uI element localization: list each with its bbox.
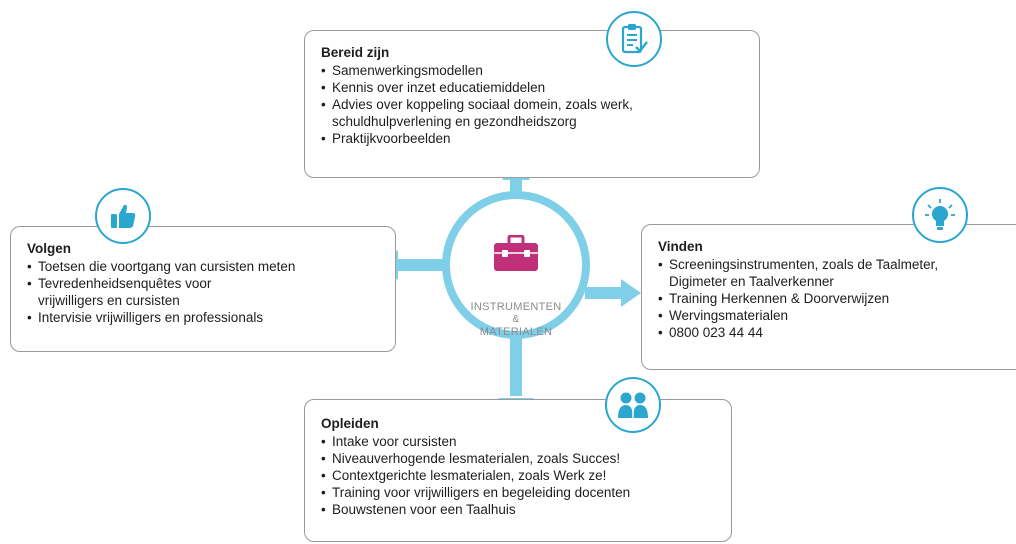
list-item-continuation: vrijwilligers en cursisten [38,293,180,308]
people-icon [605,377,661,433]
arrow-down-shaft [510,334,522,396]
section-title: Bereid zijn [321,45,390,60]
list-item: Samenwerkingsmodellen [321,62,745,79]
hub-label-line-3: MATERIALEN [479,326,553,338]
list-item: Kennis over inzet educatiemiddelen [321,79,745,96]
list-item: Screeningsinstrumenten, zoals de Taalmet… [658,256,1016,273]
section-title: Vinden [658,239,703,254]
list-item-continuation: Digimeter en Taalverkenner [669,274,834,289]
arrow-left-shaft [396,259,448,271]
list-item: 0800 023 44 44 [658,324,1016,341]
section-bereid-zijn: Bereid zijn Samenwerkingsmodellen Kennis… [304,30,760,178]
hub-label-line-1: INSTRUMENTEN [470,301,562,313]
list-item: Praktijkvoorbeelden [321,130,745,147]
list-item-continuation: schuldhulpverlening en gezondheidszorg [332,114,577,129]
list-item: Intervisie vrijwilligers en professional… [27,309,381,326]
section-volgen: Volgen Toetsen die voortgang van cursist… [10,226,396,352]
list-item: Toetsen die voortgang van cursisten mete… [27,258,381,275]
clipboard-icon [606,11,662,67]
list-item: Niveauverhogende lesmaterialen, zoals Su… [321,450,717,467]
list-item: Intake voor cursisten [321,433,717,450]
section-title: Opleiden [321,416,379,431]
list-item: Bouwstenen voor een Taalhuis [321,501,717,518]
section-vinden: Vinden Screeningsinstrumenten, zoals de … [641,224,1016,370]
central-hub: INSTRUMENTEN & MATERIALEN [442,191,590,339]
section-list: Samenwerkingsmodellen Kennis over inzet … [321,62,745,147]
list-item: Advies over koppeling sociaal domein, zo… [321,96,745,113]
lightbulb-icon [912,187,968,243]
list-item: Wervingsmaterialen [658,307,1016,324]
section-list: Intake voor cursisten Niveauverhogende l… [321,433,717,518]
section-list: Screeningsinstrumenten, zoals de Taalmet… [658,256,1016,341]
list-item: Contextgerichte lesmaterialen, zoals Wer… [321,467,717,484]
hub-label-line-2: & [512,314,520,325]
toolbox-icon [492,234,540,273]
arrow-right-head [621,279,641,307]
section-list: Toetsen die voortgang van cursisten mete… [27,258,381,326]
section-title: Volgen [27,241,72,256]
arrow-right-shaft [585,287,623,299]
thumbs-up-icon [95,188,151,244]
list-item: Training voor vrijwilligers en begeleidi… [321,484,717,501]
section-opleiden: Opleiden Intake voor cursisten Niveauver… [304,399,732,542]
list-item: Tevredenheidsenquêtes voor [27,275,381,292]
list-item: Training Herkennen & Doorverwijzen [658,290,1016,307]
